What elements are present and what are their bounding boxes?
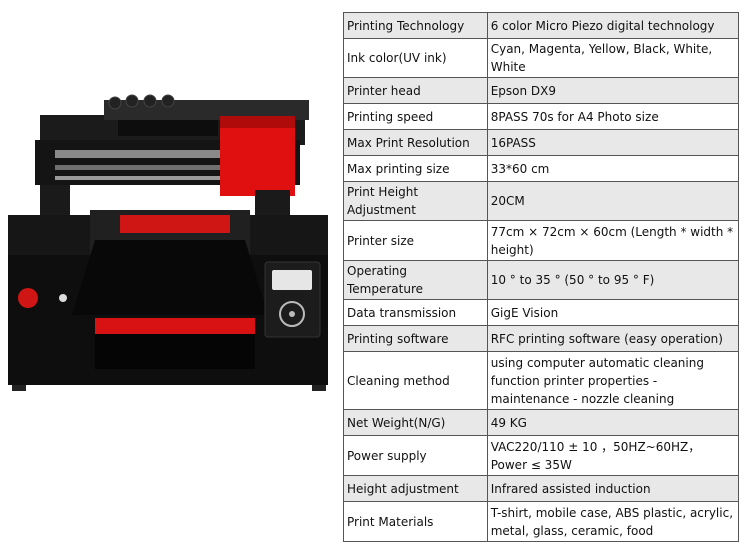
spec-value: 6 color Micro Piezo digital technology [486, 12, 740, 39]
spec-value: using computer automatic cleaning functi… [486, 351, 740, 410]
spec-value: T-shirt, mobile case, ABS plastic, acryl… [486, 501, 740, 542]
spec-value: 77cm × 72cm × 60cm (Length * width * hei… [486, 220, 740, 261]
spec-row: Ink color(UV ink)Cyan, Magenta, Yellow, … [343, 38, 740, 78]
spec-label: Cleaning method [343, 351, 488, 410]
spec-value: Epson DX9 [486, 77, 740, 104]
spec-label: Ink color(UV ink) [343, 38, 488, 78]
spec-value: RFC printing software (easy operation) [486, 325, 740, 352]
spec-label: Printer head [343, 77, 488, 104]
spec-value: VAC220/110 ± 10 ，50HZ~60HZ，Power ≤ 35W [486, 435, 740, 476]
spec-value: 49 KG [486, 409, 740, 436]
spec-label: Net Weight(N/G) [343, 409, 488, 436]
spec-value: Infrared assisted induction [486, 475, 740, 502]
spec-label: Printing Technology [343, 12, 488, 39]
spec-label: Print Materials [343, 501, 488, 542]
spec-label: Printing software [343, 325, 488, 352]
spec-label: Max printing size [343, 155, 488, 182]
printer-product-image [8, 94, 328, 391]
spec-value: 10 ° to 35 ° (50 ° to 95 ° F) [486, 260, 740, 300]
spec-label: Printing speed [343, 103, 488, 130]
spec-value: 16PASS [486, 129, 740, 156]
spec-value: GigE Vision [486, 299, 740, 326]
spec-label: Data transmission [343, 299, 488, 326]
spec-value: 33*60 cm [486, 155, 740, 182]
spec-label: Height adjustment [343, 475, 488, 502]
spec-row: Net Weight(N/G)49 KG [343, 409, 740, 436]
spec-label: Print Height Adjustment [343, 181, 488, 221]
spec-label: Power supply [343, 435, 488, 476]
spec-label: Max Print Resolution [343, 129, 488, 156]
spec-label: Printer size [343, 220, 488, 261]
spec-label: Operating Temperature [343, 260, 488, 300]
spec-value: 8PASS 70s for A4 Photo size [486, 103, 740, 130]
spec-value: 20CM [486, 181, 740, 221]
spec-value: Cyan, Magenta, Yellow, Black, White, Whi… [486, 38, 740, 78]
